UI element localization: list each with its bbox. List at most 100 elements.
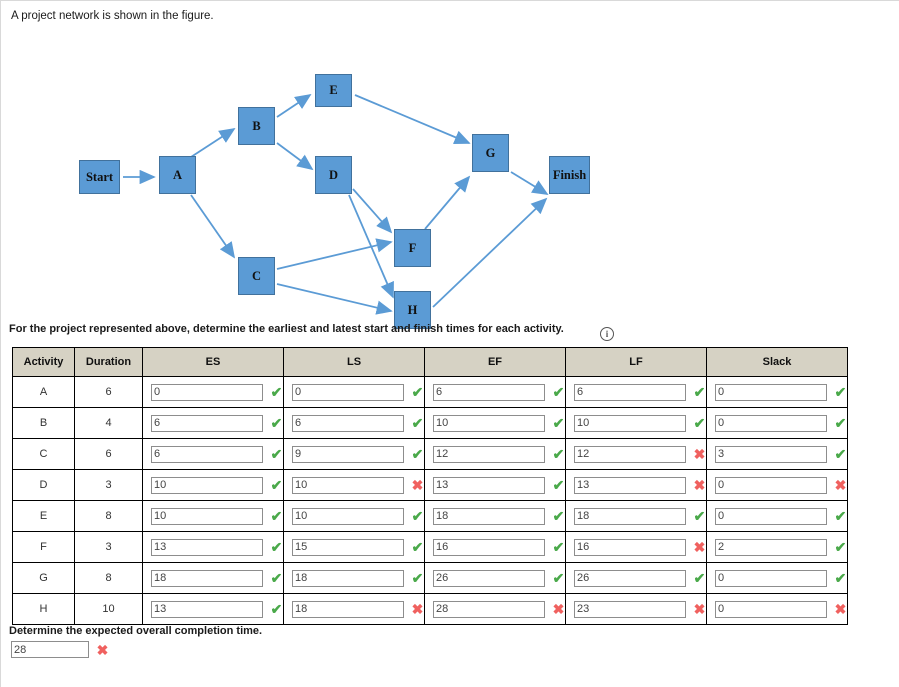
lf-cell-inner: ✔ <box>566 383 706 401</box>
node-d-label: D <box>328 167 339 182</box>
node-a-label: A <box>172 167 183 182</box>
es-input[interactable] <box>151 600 263 618</box>
table-row: C6✔✔✔✖✔ <box>12 438 848 470</box>
table-header-row: Activity Duration ES LS EF LF Slack <box>12 347 848 377</box>
ls-input[interactable] <box>292 445 404 463</box>
correct-icon: ✔ <box>552 477 565 493</box>
activity-label: E <box>12 500 75 532</box>
slack-input[interactable] <box>715 445 827 463</box>
ls-input[interactable] <box>292 414 404 432</box>
slack-cell: ✔ <box>706 562 848 594</box>
correct-icon: ✔ <box>693 384 706 400</box>
correct-icon: ✔ <box>834 539 847 555</box>
ls-cell: ✔ <box>283 531 425 563</box>
es-cell-inner: ✔ <box>143 507 283 525</box>
slack-input[interactable] <box>715 538 827 556</box>
final-question-text: Determine the expected overall completio… <box>9 625 263 637</box>
table-row: A6✔✔✔✔✔ <box>12 376 848 408</box>
correct-icon: ✔ <box>411 539 424 555</box>
lf-input[interactable] <box>574 538 686 556</box>
duration-value: 6 <box>74 438 143 470</box>
lf-cell: ✖ <box>565 531 707 563</box>
incorrect-icon: ✖ <box>834 477 847 493</box>
slack-input[interactable] <box>715 569 827 587</box>
slack-input[interactable] <box>715 600 827 618</box>
ef-input[interactable] <box>433 569 545 587</box>
completion-time-input[interactable] <box>11 641 89 658</box>
info-icon-glyph: i <box>605 328 609 339</box>
slack-input[interactable] <box>715 383 827 401</box>
es-input[interactable] <box>151 476 263 494</box>
node-c: C <box>238 257 275 295</box>
ef-input[interactable] <box>433 383 545 401</box>
ls-input[interactable] <box>292 507 404 525</box>
incorrect-icon: ✖ <box>693 601 706 617</box>
lf-input[interactable] <box>574 600 686 618</box>
lf-input[interactable] <box>574 569 686 587</box>
ef-input[interactable] <box>433 600 545 618</box>
ls-cell-inner: ✖ <box>284 476 424 494</box>
slack-input[interactable] <box>715 476 827 494</box>
ls-input[interactable] <box>292 538 404 556</box>
ls-cell: ✔ <box>283 562 425 594</box>
ef-cell: ✔ <box>424 562 566 594</box>
es-cell: ✔ <box>142 531 284 563</box>
lf-input[interactable] <box>574 476 686 494</box>
correct-icon: ✔ <box>834 508 847 524</box>
network-arrows-svg <box>123 94 549 315</box>
lf-input[interactable] <box>574 507 686 525</box>
activity-label: F <box>12 531 75 563</box>
ef-cell: ✔ <box>424 407 566 439</box>
ef-cell: ✔ <box>424 531 566 563</box>
correct-icon: ✔ <box>552 539 565 555</box>
activity-label: G <box>12 562 75 594</box>
ls-cell-inner: ✔ <box>284 569 424 587</box>
ef-input[interactable] <box>433 476 545 494</box>
ef-input[interactable] <box>433 414 545 432</box>
incorrect-icon: ✖ <box>96 641 109 658</box>
edge-c-h <box>276 283 393 315</box>
slack-input[interactable] <box>715 507 827 525</box>
ef-cell: ✖ <box>424 593 566 625</box>
table-body: A6✔✔✔✔✔B4✔✔✔✔✔C6✔✔✔✖✔D3✔✖✔✖✖E8✔✔✔✔✔F3✔✔✔… <box>12 376 848 625</box>
ls-input[interactable] <box>292 383 404 401</box>
correct-icon: ✔ <box>411 446 424 462</box>
info-icon[interactable]: i <box>600 327 614 341</box>
es-cell-inner: ✔ <box>143 600 283 618</box>
node-d: D <box>315 156 352 194</box>
final-answer-row: ✖ <box>11 641 109 658</box>
ef-input[interactable] <box>433 507 545 525</box>
project-network-figure: Start A B C D E F G H Finish i <box>1 29 899 341</box>
node-f-label: F <box>408 240 417 255</box>
ls-input[interactable] <box>292 600 404 618</box>
lf-input[interactable] <box>574 414 686 432</box>
node-a: A <box>159 156 196 194</box>
es-input[interactable] <box>151 538 263 556</box>
correct-icon: ✔ <box>270 477 283 493</box>
es-input[interactable] <box>151 414 263 432</box>
ef-input[interactable] <box>433 445 545 463</box>
es-cell: ✔ <box>142 407 284 439</box>
es-input[interactable] <box>151 445 263 463</box>
question-text: For the project represented above, deter… <box>9 323 564 335</box>
slack-cell: ✔ <box>706 500 848 532</box>
es-input[interactable] <box>151 507 263 525</box>
incorrect-icon: ✖ <box>411 477 424 493</box>
es-cell-inner: ✔ <box>143 383 283 401</box>
slack-input[interactable] <box>715 414 827 432</box>
lf-input[interactable] <box>574 383 686 401</box>
correct-icon: ✔ <box>552 415 565 431</box>
ef-cell-inner: ✔ <box>425 538 565 556</box>
ls-input[interactable] <box>292 476 404 494</box>
lf-input[interactable] <box>574 445 686 463</box>
slack-cell-inner: ✔ <box>707 569 847 587</box>
ls-input[interactable] <box>292 569 404 587</box>
correct-icon: ✔ <box>270 446 283 462</box>
es-input[interactable] <box>151 383 263 401</box>
node-e-label: E <box>329 83 338 97</box>
ef-cell-inner: ✔ <box>425 569 565 587</box>
header-ef: EF <box>424 347 566 377</box>
es-input[interactable] <box>151 569 263 587</box>
ef-input[interactable] <box>433 538 545 556</box>
ef-cell-inner: ✔ <box>425 414 565 432</box>
